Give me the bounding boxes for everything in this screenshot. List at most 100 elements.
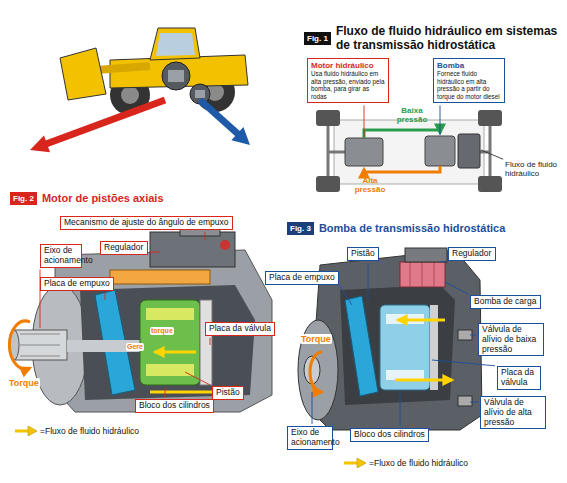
box-text: Fluxo de fluido hidráulico em sistemas d… [336,24,564,53]
part-label: Mecanismo de ajuste do ângulo de empuxo [60,216,233,230]
axial-piston-motor [20,334,60,335]
box-heading: Regulador [104,243,143,253]
hydrostatic-pump [422,262,423,287]
wheel-loader [156,33,195,56]
hydrostatic-pump [398,319,445,322]
direction-arrow [30,135,50,152]
chassis-diagram [478,176,502,192]
box-heading: Válvula de alívio de baixa pressão [482,325,540,354]
leader-line [440,105,441,135]
box-heading: Pistão [216,388,240,398]
chassis-diagram [328,151,345,154]
direction-arrow [200,100,238,134]
part-label: Bloco dos cilindros [350,428,429,442]
leader-line [105,293,106,300]
legend-arrow [343,458,367,468]
chassis-diagram [345,138,383,166]
direction-arrow [30,100,250,152]
hydrostatic-pump [345,296,378,396]
part-label: Placa da válvula [205,322,275,336]
torque-label: torque [150,327,174,335]
leader-line [364,105,365,137]
part-label: Placa da válvula [497,366,541,390]
legend-text: =Fluxo de fluido hidráulico [369,458,468,468]
box-heading: Placa da válvula [501,368,537,388]
chassis-diagram [364,130,440,138]
axial-piston-motor [220,240,230,250]
box-heading: Placa da válvula [209,324,271,334]
wheel-loader [195,90,205,98]
box-heading: Fig. 1 [304,32,331,45]
axial-piston-motor [146,364,194,376]
part-label: Pistão [347,247,379,261]
axial-piston-motor [146,308,194,320]
figure-heading: Fig. 2 Motor de pistões axiais [10,192,164,205]
part-label: Placa de empuxo [40,277,114,291]
leader-line [165,388,166,397]
axial-piston-motor [150,232,235,267]
box-heading: Válvula de alívio de alta pressão [484,398,542,427]
part-label: Placa de empuxo [265,271,339,285]
chassis-diagram [478,110,502,126]
legend-arrow [344,462,358,465]
hydrostatic-pump [380,305,430,390]
box-heading: Bloco dos cilindros [354,430,425,440]
box-heading: Placa de empuxo [269,273,335,283]
axial-piston-motor [9,321,30,369]
leader-line [481,150,503,159]
axial-piston-motor [200,300,212,385]
hydrostatic-pump [430,305,438,390]
hydrostatic-pump [395,379,452,382]
axial-piston-motor [110,270,210,284]
leader-line [445,282,468,294]
part-label: Válvula de alívio de baixa pressão [478,323,544,356]
box-text: Motor de pistões axiais [42,192,164,205]
part-label: Bomba de carga [470,295,541,309]
box-text: Usa fluido hidráulico em alta pressão, e… [311,70,385,100]
hydrostatic-pump [410,262,411,287]
wheel-loader [96,66,150,70]
part-label: Eixo de acionamento [287,426,333,450]
part-label: Regulador [100,241,148,255]
axial-piston-motor [14,330,67,360]
hydrostatic-pump [458,330,472,340]
torque-label: Torque [300,334,332,344]
leader-line [470,402,478,403]
legend-text: =Fluxo de fluido hidráulico [40,426,139,436]
box-heading: Regulador [452,249,491,259]
part-label: Eixo de acionamento [40,244,82,268]
axial-piston-motor [155,351,196,354]
axial-piston-motor [20,356,60,357]
wheel-loader [121,86,139,104]
leader-line [470,335,476,336]
leader-line [150,252,160,253]
wheel-loader [162,62,190,90]
hydrostatic-pump [340,285,455,405]
box-heading: Fig. 2 [10,192,37,205]
torque-label: Torque [8,378,40,388]
axial-piston-motor [20,345,60,346]
box-heading: Bloco dos cilindros [139,401,210,411]
leader-line [185,372,210,385]
box-heading: Mecanismo de ajuste do ângulo de empuxo [64,218,228,228]
hydrostatic-pump [405,248,447,262]
hydrostatic-pump [434,262,435,287]
chassis-diagram [458,134,480,168]
direction-arrow [231,127,250,145]
chassis-diagram [364,166,440,172]
figure-heading: Fig. 1 Fluxo de fluido hidráulico em sist… [304,24,564,53]
torque-label: Gere [126,343,144,351]
leader-line [312,392,313,424]
hydrostatic-pump [458,396,472,406]
figure-heading: Fig. 3Bomba de transmissão hidrostática [287,222,505,235]
axial-piston-motor [67,340,147,352]
wheel-loader [168,70,184,82]
part-label: Válvula de alívio de alta pressão [480,396,546,429]
leader-line [340,286,352,305]
flow-label: Fluxo de fluido hidráulico [505,160,561,178]
pressure-label: Baixa pressão [392,106,432,124]
chassis-diagram [334,120,484,184]
box-heading: Bomba de carga [474,297,536,307]
leader-line [210,338,211,345]
